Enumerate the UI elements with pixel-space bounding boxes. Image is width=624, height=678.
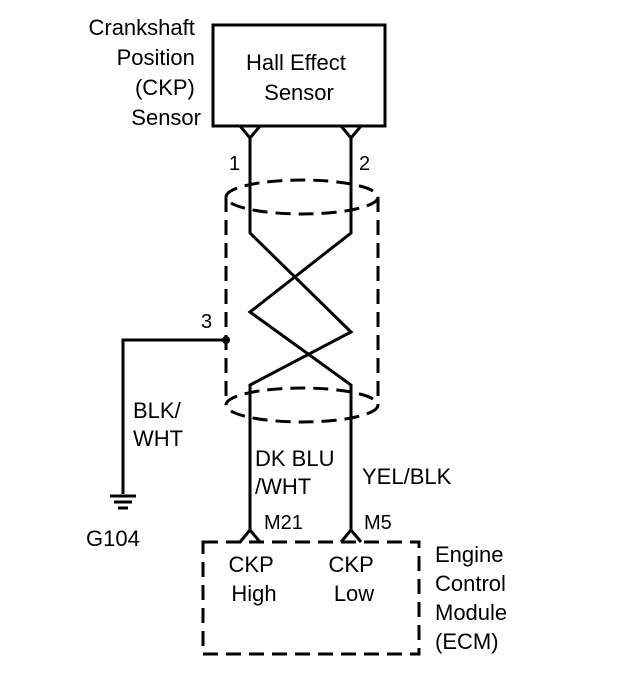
ecm-pin-m21-label: M21: [264, 512, 303, 534]
sensor-connector-pin-1: [238, 125, 262, 141]
ground-wire-color-line: WHT: [133, 426, 183, 451]
ecm-name-line: Control: [435, 571, 506, 596]
ground-id-label: G104: [86, 526, 140, 551]
ckp-high-line: CKP: [229, 552, 274, 577]
sensor-pin-2-label: 2: [359, 153, 370, 175]
ecm-pin-m5-label: M5: [364, 512, 392, 534]
ecm-connector-pin-m5: [339, 527, 363, 543]
sensor-name-line: Position: [117, 45, 195, 70]
ecm-name-label: Engine Control Module (ECM): [435, 542, 513, 654]
sensor-box-label: Hall Effect Sensor: [246, 50, 352, 105]
ckp-high-label: CKP High: [229, 552, 280, 606]
ecm-name-line: Module: [435, 600, 507, 625]
left-wire-color-label: DK BLU /WHT: [255, 446, 341, 499]
right-wire-color-label: YEL/BLK: [362, 464, 452, 489]
ground-wire-blk-wht: [121, 338, 226, 494]
wire-dk-blu-wht: [248, 138, 354, 530]
ecm-name-line: (ECM): [435, 629, 499, 654]
sensor-name-line: Sensor: [131, 105, 201, 130]
left-wire-color-line: DK BLU: [255, 446, 334, 471]
left-wire-color-line: /WHT: [255, 474, 311, 499]
wire-yel-blk: [247, 138, 353, 530]
ground-wire-color-label: BLK/ WHT: [133, 398, 187, 451]
hall-effect-sensor-box: [211, 23, 387, 128]
ground-wire-color-line: BLK/: [133, 398, 182, 423]
shield-pin-3-label: 3: [201, 311, 212, 333]
sensor-name-label: Crankshaft Position (CKP) Sensor: [88, 15, 201, 130]
sensor-name-line: (CKP): [135, 75, 195, 100]
ecm-connector-pin-m21: [238, 527, 262, 543]
ecm-name-line: Engine: [435, 542, 504, 567]
sensor-connector-pin-2: [339, 125, 363, 141]
sensor-box-line: Hall Effect: [246, 50, 346, 75]
sensor-box-line: Sensor: [264, 80, 334, 105]
ckp-low-line: Low: [334, 581, 374, 606]
ckp-low-line: CKP: [329, 552, 374, 577]
ckp-high-line: High: [231, 581, 276, 606]
ecm-box: [201, 540, 421, 656]
sensor-name-line: Crankshaft: [88, 15, 194, 40]
ckp-low-label: CKP Low: [329, 552, 380, 606]
sensor-pin-1-label: 1: [229, 153, 240, 175]
